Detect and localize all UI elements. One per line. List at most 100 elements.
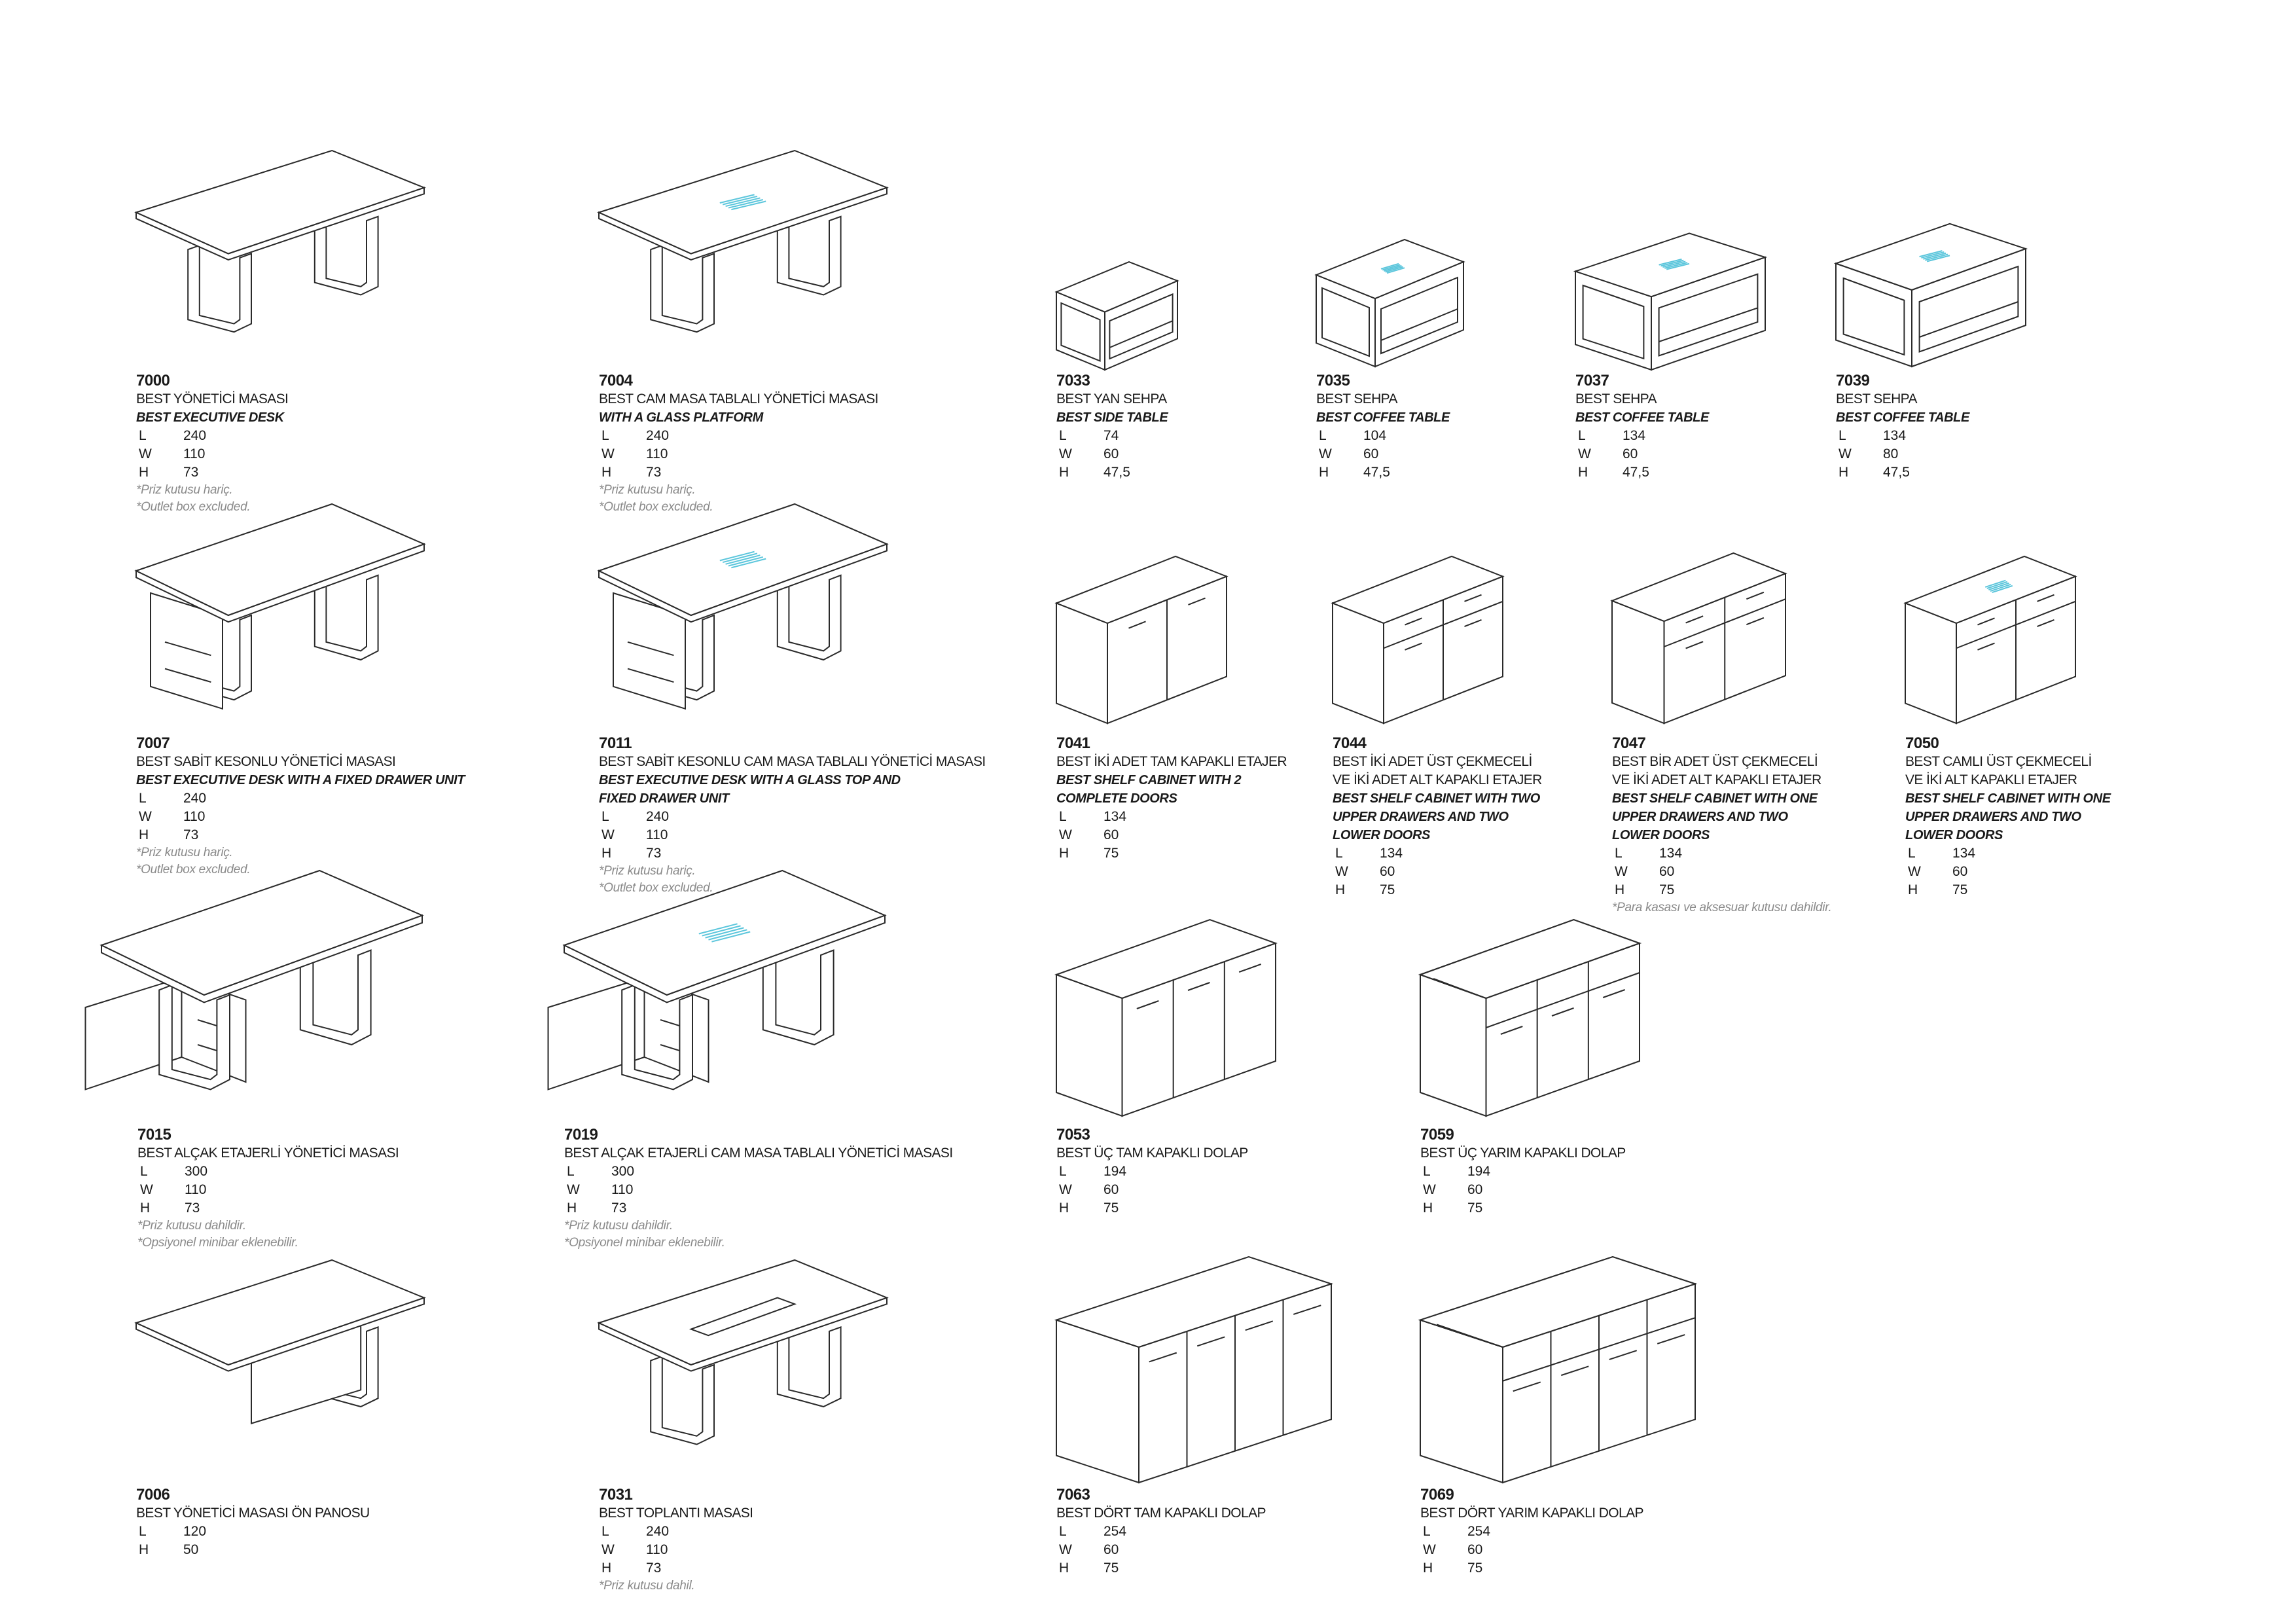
dimension-value: 75 <box>1467 1561 1483 1576</box>
product-name-tr: BEST SEHPA <box>1575 391 1657 406</box>
dimension-value: 60 <box>1467 1542 1483 1557</box>
cabinet-top <box>1056 556 1227 623</box>
dimension-row: W 60 <box>1056 1541 1515 1559</box>
dimension-value: 240 <box>646 1524 670 1539</box>
dimension-row: L 254 <box>1056 1523 1515 1541</box>
glass-mark <box>1987 582 2007 588</box>
door-handle <box>1501 1026 1523 1034</box>
dimension-label: W <box>1615 864 1628 879</box>
dimension-value: 194 <box>1467 1164 1491 1179</box>
dimension-label: H <box>139 827 149 842</box>
dimension-value: 60 <box>1103 1182 1119 1197</box>
door-handle <box>1189 598 1206 605</box>
glass-mark <box>1386 267 1403 272</box>
product-code: 7000 <box>136 372 170 389</box>
glass-mark <box>1992 586 2013 592</box>
product-note: *Outlet box excluded. <box>136 500 251 514</box>
dimension-value: 110 <box>183 809 206 824</box>
product-code: 7050 <box>1905 734 1939 752</box>
dimension-value: 134 <box>1952 846 1976 861</box>
cabinet-top <box>1333 556 1503 623</box>
dimension-value: 75 <box>1103 1561 1119 1576</box>
dimension-value: 134 <box>1623 428 1646 443</box>
product-name-en: BEST SIDE TABLE <box>1056 410 1168 425</box>
dimension-label: L <box>1615 846 1623 861</box>
product-name-en: BEST COFFEE TABLE <box>1316 410 1450 425</box>
dimension-label: H <box>139 1542 149 1557</box>
product-name-en: UPPER DRAWERS AND TWO <box>1333 810 1509 824</box>
dimension-label: H <box>1059 1200 1069 1216</box>
door-handle <box>1561 1366 1588 1375</box>
product-note: *Opsiyonel minibar eklenebilir. <box>564 1236 725 1250</box>
shelf-line <box>1920 302 2018 337</box>
product-name-tr: BEST ÜÇ YARIM KAPAKLI DOLAP <box>1420 1146 1626 1161</box>
desk-top <box>136 151 424 254</box>
dimension-value: 110 <box>646 827 668 842</box>
glass-mark <box>706 928 744 937</box>
dimension-label: L <box>601 809 609 824</box>
dimension-row: H 75 <box>1056 1199 1515 1218</box>
dimension-label: H <box>140 1200 151 1216</box>
dimension-label: W <box>1059 1542 1072 1557</box>
drawer-line <box>165 669 211 682</box>
glass-mark <box>726 555 761 564</box>
cabinet-icon <box>1612 553 1785 723</box>
side-table-icon <box>1056 259 1177 370</box>
table-front-opening <box>1109 294 1172 359</box>
table-front-opening <box>1920 266 2018 352</box>
door-top-line <box>1664 599 1786 647</box>
dimension-label: H <box>601 1561 612 1576</box>
product-name-tr: BEST İKİ ADET TAM KAPAKLI ETAJER <box>1056 754 1287 769</box>
glass-mark <box>1920 251 1943 257</box>
glass-desk-credenza-icon <box>564 871 885 1119</box>
dimension-value: 110 <box>183 446 206 461</box>
dimension-value: 134 <box>1883 428 1907 443</box>
door-top-line <box>1486 973 1640 1028</box>
dimension-label: W <box>1059 1182 1072 1197</box>
glass-mark <box>709 929 747 939</box>
dimension-label: L <box>1319 428 1327 443</box>
dimension-label: H <box>1578 465 1588 480</box>
dimension-label: L <box>1059 1524 1067 1539</box>
dimension-value: 60 <box>1363 446 1379 461</box>
product-note: *Outlet box excluded. <box>136 863 251 876</box>
dimension-value: 73 <box>183 465 199 480</box>
desk-top <box>136 1260 424 1365</box>
dimension-value: 73 <box>185 1200 200 1216</box>
glass-mark <box>731 559 766 568</box>
dimension-label: H <box>601 465 612 480</box>
door-handle <box>1746 618 1764 624</box>
product-note: *Outlet box excluded. <box>599 500 713 514</box>
product-code: 7019 <box>564 1126 598 1144</box>
dimension-value: 110 <box>646 446 668 461</box>
dimension-value: 254 <box>1467 1524 1491 1539</box>
door-handle <box>1657 1335 1685 1344</box>
dimension-label: L <box>140 1164 148 1179</box>
dimension-value: 75 <box>1103 1200 1119 1216</box>
product-name-tr: BEST SABİT KESONLU YÖNETİCİ MASASI <box>136 754 396 769</box>
drawer-line <box>628 669 673 682</box>
dimension-label: W <box>1839 446 1852 461</box>
cabinet-top <box>1612 553 1785 621</box>
glass-mark <box>1387 268 1405 273</box>
shelf-line <box>1381 309 1458 340</box>
door-handle <box>1405 643 1422 650</box>
dimension-value: 60 <box>1103 827 1119 842</box>
dimension-value: 240 <box>183 791 207 806</box>
product-name-en: BEST EXECUTIVE DESK <box>136 410 284 425</box>
table-top <box>1056 262 1177 312</box>
desk-panel-icon <box>136 1260 424 1470</box>
glass-cabinet-icon <box>1905 556 2075 723</box>
dimension-label: H <box>139 465 149 480</box>
